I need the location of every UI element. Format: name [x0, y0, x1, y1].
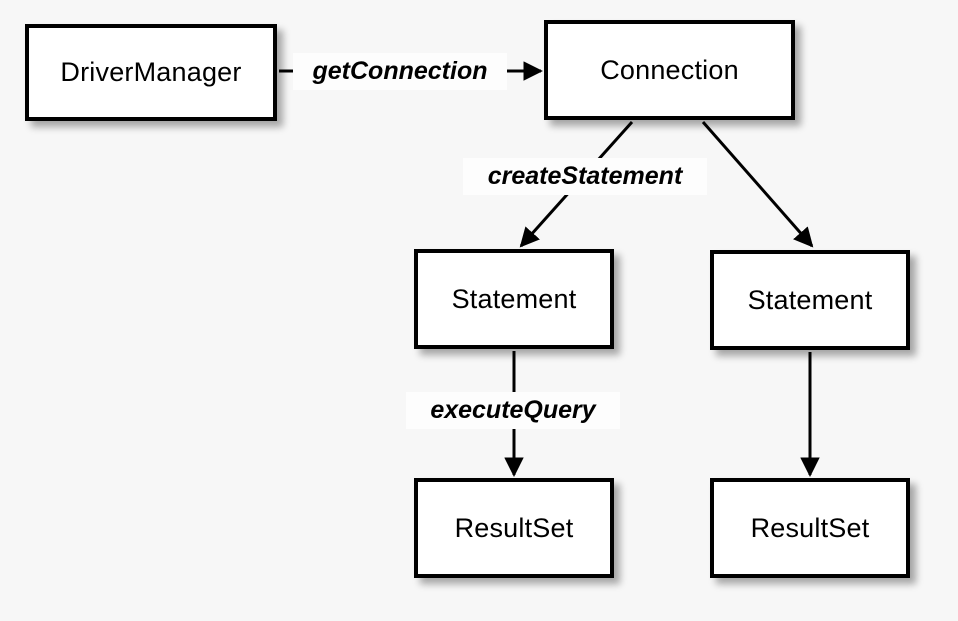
node-resultset-2-label: ResultSet	[750, 512, 870, 543]
edge-label-getconnection: getConnection	[293, 53, 507, 90]
edge-connection-to-statement-2	[701, 121, 814, 248]
edge-label-executequery: executeQuery	[406, 392, 620, 429]
node-statement-2[interactable]: Statement	[710, 250, 910, 350]
node-drivermanager-label: DriverManager	[60, 57, 242, 87]
node-connection-label: Connection	[600, 54, 739, 85]
node-resultset-1-label: ResultSet	[454, 512, 574, 543]
node-drivermanager[interactable]: DriverManager	[25, 24, 277, 121]
node-statement-2-label: Statement	[747, 284, 873, 315]
edge-label-createstatement: createStatement	[463, 158, 707, 195]
node-resultset-1[interactable]: ResultSet	[414, 478, 614, 578]
node-statement-1-label: Statement	[451, 283, 577, 314]
node-connection[interactable]: Connection	[544, 20, 795, 120]
node-resultset-2[interactable]: ResultSet	[710, 478, 910, 578]
node-statement-1[interactable]: Statement	[414, 249, 614, 349]
